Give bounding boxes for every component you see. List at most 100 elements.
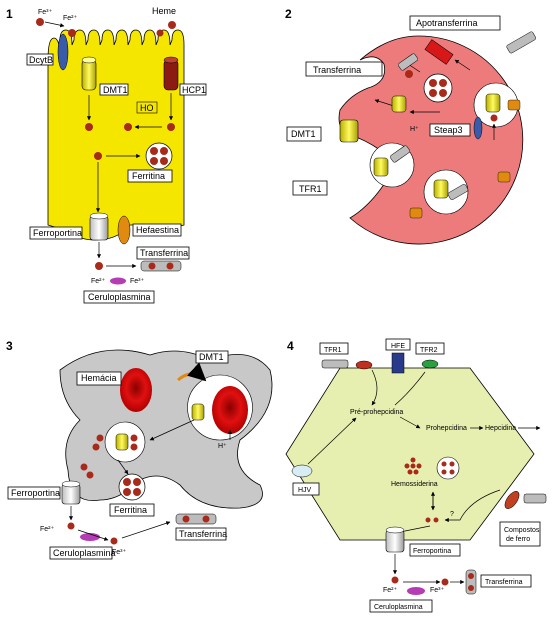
erythrocyte [120,368,152,412]
fe2-label: Fe²⁺ [383,587,398,594]
ceruloplasmina-molecule [80,533,100,541]
transferrina-label: Transferrina [140,248,188,258]
fe2-bottom-label: Fe²⁺ [91,278,106,285]
apotransferrin-molecule [424,39,454,65]
panel-2: 2 Apotransferrina Transferrina Steap3 H⁺… [285,7,537,245]
dmt1-label: DMT1 [103,85,128,95]
ceruloplasmina-label: Ceruloplasmina [53,548,116,558]
ferroportina-box [7,486,61,500]
fe3-top-label: Fe³⁺ [38,9,53,16]
dmt1-box [286,126,322,142]
ferritina-box [109,503,155,517]
hcp1-transporter [163,59,179,91]
heme-atom [156,29,164,37]
transferrina-box [136,246,190,260]
steap3-label: Steap3 [434,125,463,135]
apotransferrina-box [409,15,501,31]
ferroportina-transporter [89,215,109,241]
hepatocyte-cell [285,367,535,541]
ferroportina-label: Ferroportina [413,548,451,555]
transferrina-label: Transferrina [313,65,361,75]
h-plus-label: H⁺ [218,443,227,450]
apotransferrina-label: Apotransferrina [416,18,478,28]
dmt1-label: DMT1 [199,352,224,362]
ferritin-icon [423,73,453,103]
steap3-box [429,123,471,137]
apotransferrin-outside [506,31,537,54]
heme-label: Heme [152,6,176,16]
tfr1-receptor [355,360,373,370]
transferrin-molecule [175,513,217,525]
ferroportina-box [29,226,83,240]
panel-number: 3 [6,339,13,353]
ho-label: HO [140,103,154,113]
enterocyte-cell [47,29,185,241]
ferroportina-label: Ferroportina [33,228,82,238]
question-label: ? [450,511,454,518]
transferrina-label: Transferrina [485,579,523,586]
ferroportina-label: Ferroportina [11,488,60,498]
transferrina-label: Transferrina [179,529,227,539]
hfe-box [385,338,411,351]
fe2-top-label: Fe²⁺ [63,15,78,22]
hcp1-label: HCP1 [182,85,206,95]
dmt1-transporter [81,59,97,91]
tfr2-label: TFR2 [420,347,438,354]
dmt1-transporter [339,119,359,143]
h-plus-label: H⁺ [410,126,419,133]
hefaestina-protein [117,215,131,245]
hemossiderina-label: Hemossiderina [391,481,438,488]
iron-fe2-atom [68,29,76,37]
hfe-protein [391,352,405,374]
transferrina-box [480,574,532,588]
hjv-protein [291,464,313,478]
ceruloplasmina-box [369,599,433,613]
panel-4: 4 TFR1 HFE TFR2 Pré-prohepcidina Prohepc… [285,338,547,613]
pre-prohepcidina-label: Pré-prohepcidina [350,409,403,416]
prohepcidina-label: Prohepcidina [426,425,467,432]
tfr1-box [292,180,328,196]
tfr1-box [319,342,349,355]
hefaestina-box [132,223,182,237]
fe3-label: Fe³⁺ [430,587,445,594]
tfr1-label: TFR1 [299,184,322,194]
tfr2-receptor [421,359,439,369]
tfr1-label: TFR1 [324,347,342,354]
steap3-protein [473,116,483,140]
tfr2-box [415,342,445,355]
compostos-label-2: de ferro [506,536,530,543]
fe2-label: Fe²⁺ [40,526,55,533]
transferrina-box [175,527,227,541]
ferritin-icon [118,473,146,501]
transferrin-molecule [140,260,182,272]
ceruloplasmina-molecule [407,587,425,595]
ferritin-icon [145,142,173,170]
fe3-label: Fe³⁺ [112,549,127,556]
heme-atom [168,21,176,29]
panel-number: 1 [6,7,13,21]
dmt1-box [195,350,229,364]
hepcidina-label: Hepcidina [485,425,516,432]
ferroportina-box [409,543,461,557]
hefaestina-label: Hefaestina [136,225,179,235]
dcytb-box [26,53,54,66]
hemossiderina-cluster [404,457,422,475]
dcytb-label: DcytB [29,55,53,65]
hcp1-box [179,83,207,96]
ceruloplasmina-label: Ceruloplasmina [88,292,151,302]
transferrina-box [305,61,383,77]
dmt1-box [99,83,129,96]
ferritina-box [127,169,173,183]
hemacia-label: Hemácia [81,373,117,383]
hfe-label: HFE [391,343,405,350]
panel-1: 1 Fe³⁺ Fe²⁺ Heme DcytB DMT1 HCP1 HO [6,6,207,304]
ceruloplasmina-molecule [110,277,126,285]
engulfed-erythrocyte [212,386,248,434]
compostos-box [499,521,541,547]
ferritina-label: Ferritina [132,171,165,181]
panel-3: 3 H⁺ Hemácia DMT1 Ferritina Ferroportina [6,339,273,560]
ceruloplasmina-label: Ceruloplasmina [374,604,423,611]
ceruloplasmina-box [49,546,113,560]
compostos-label-1: Compostos [504,527,540,534]
